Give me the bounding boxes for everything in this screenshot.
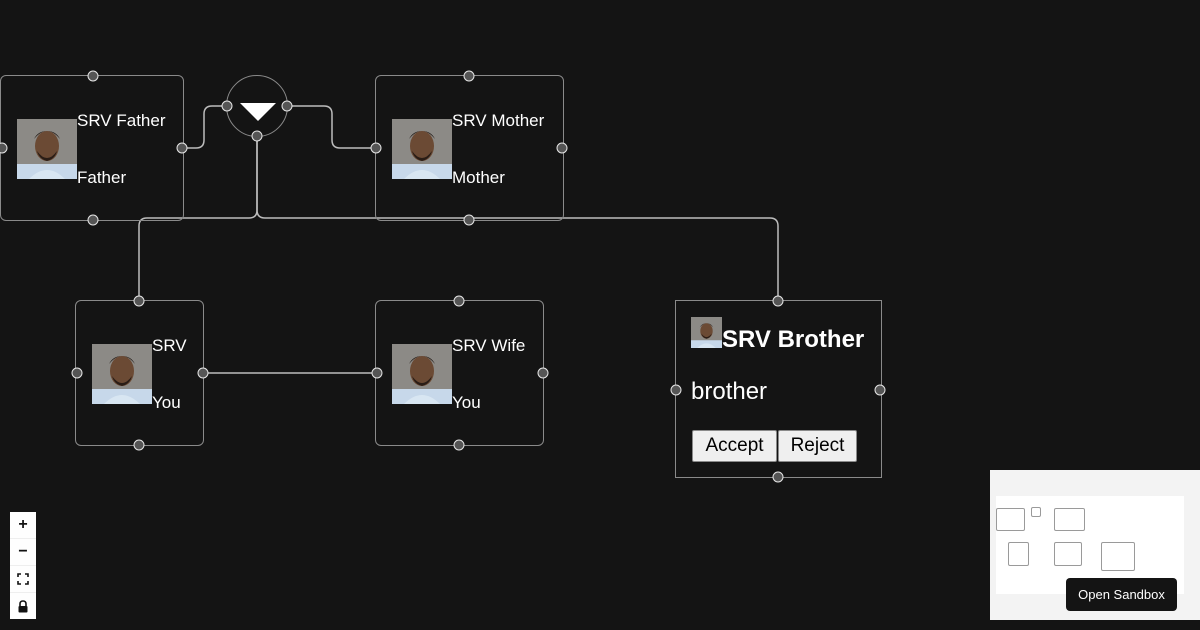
you-node[interactable]: SRV You <box>75 300 204 446</box>
union-node[interactable] <box>226 75 288 137</box>
lock-button[interactable] <box>10 593 36 619</box>
edge-father-union <box>182 105 227 149</box>
mother-handle-top[interactable] <box>463 70 475 82</box>
father-avatar <box>17 119 77 179</box>
brother-handle-right[interactable] <box>874 384 886 396</box>
mother-handle-bottom[interactable] <box>463 214 475 226</box>
you-role: You <box>152 393 181 412</box>
brother-handle-top[interactable] <box>772 295 784 307</box>
wife-role: You <box>452 393 481 412</box>
wife-handle-bottom[interactable] <box>453 439 465 451</box>
zoom-out-button[interactable]: − <box>10 539 36 566</box>
wife-handle-left[interactable] <box>371 367 383 379</box>
father-handle-bottom[interactable] <box>87 214 99 226</box>
brother-avatar <box>691 317 722 348</box>
edge-union-mother <box>287 105 376 149</box>
fit-view-icon <box>17 573 29 585</box>
minimap-node <box>996 508 1025 531</box>
chevron-down-icon <box>240 103 276 121</box>
zoom-in-button[interactable]: + <box>10 512 36 539</box>
union-handle-bottom[interactable] <box>251 130 263 142</box>
brother-handle-bottom[interactable] <box>772 471 784 483</box>
minimap-node <box>1031 507 1041 517</box>
father-handle-top[interactable] <box>87 70 99 82</box>
canvas-controls: + − <box>10 512 36 619</box>
mother-avatar <box>392 119 452 179</box>
plus-icon: + <box>18 516 28 533</box>
brother-name: SRV Brother <box>722 326 865 353</box>
mother-name: SRV Mother <box>452 111 545 130</box>
wife-handle-top[interactable] <box>453 295 465 307</box>
mother-role: Mother <box>452 168 505 187</box>
reject-button[interactable]: Reject <box>778 430 857 462</box>
you-handle-bottom[interactable] <box>133 439 145 451</box>
minus-icon: − <box>18 543 28 560</box>
minimap-node <box>1101 542 1135 571</box>
wife-name: SRV Wife <box>452 336 526 355</box>
mother-handle-left[interactable] <box>370 142 382 154</box>
brother-request-card[interactable]: SRV Brother brother Accept Reject <box>675 300 882 478</box>
edge-union-brother <box>256 136 779 301</box>
lock-icon <box>18 599 28 612</box>
father-handle-left[interactable] <box>0 142 8 154</box>
father-role: Father <box>77 168 127 187</box>
minimap-node <box>1008 542 1029 566</box>
you-handle-top[interactable] <box>133 295 145 307</box>
you-avatar <box>92 344 152 404</box>
wife-avatar <box>392 344 452 404</box>
father-node[interactable]: SRV Father Father <box>0 75 184 221</box>
open-sandbox-button[interactable]: Open Sandbox <box>1066 578 1177 611</box>
you-name: SRV <box>152 336 187 355</box>
father-name: SRV Father <box>77 111 166 130</box>
father-handle-right[interactable] <box>176 142 188 154</box>
accept-button[interactable]: Accept <box>692 430 777 462</box>
brother-relation: brother <box>691 378 768 405</box>
wife-handle-right[interactable] <box>537 367 549 379</box>
union-handle-right[interactable] <box>281 100 293 112</box>
wife-node[interactable]: SRV Wife You <box>375 300 544 446</box>
edge-union-you <box>138 136 258 301</box>
mother-node[interactable]: SRV Mother Mother <box>375 75 564 221</box>
minimap-node <box>1054 542 1082 566</box>
you-handle-right[interactable] <box>197 367 209 379</box>
mother-handle-right[interactable] <box>556 142 568 154</box>
fit-view-button[interactable] <box>10 566 36 593</box>
brother-handle-left[interactable] <box>670 384 682 396</box>
you-handle-left[interactable] <box>71 367 83 379</box>
union-handle-left[interactable] <box>221 100 233 112</box>
minimap-node <box>1054 508 1085 531</box>
